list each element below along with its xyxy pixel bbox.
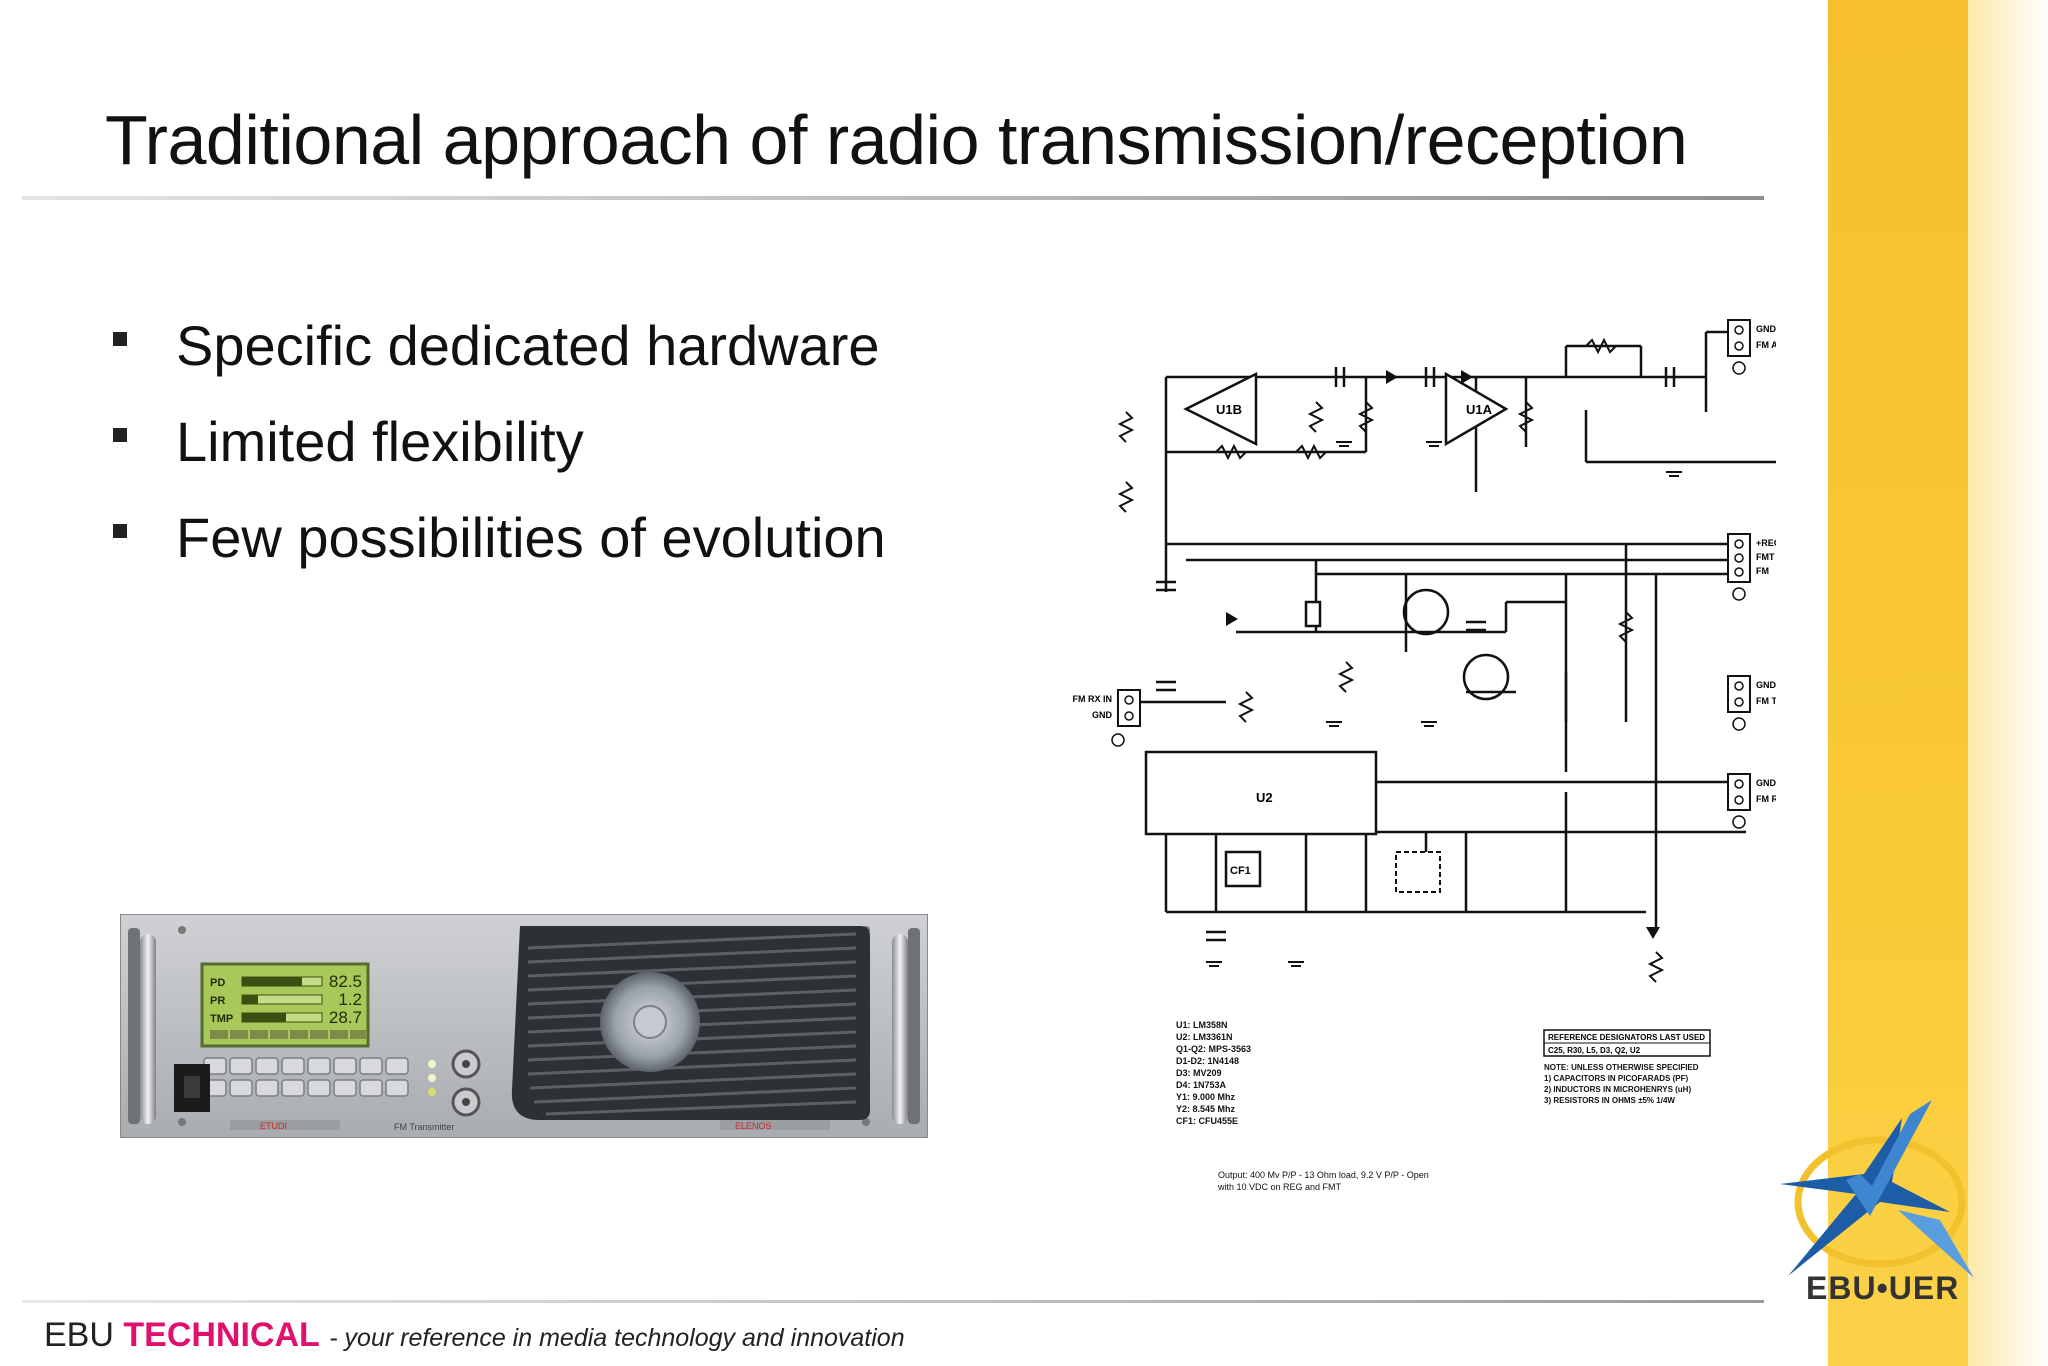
connector-label: FM TX OUT bbox=[1756, 696, 1776, 706]
svg-text:ETUDI: ETUDI bbox=[260, 1121, 287, 1131]
logo-wordmark: EBU•UER bbox=[1806, 1270, 1960, 1306]
op-amp-u1b-icon bbox=[1183, 371, 1258, 447]
svg-text:2) INDUCTORS IN MICROHENRYS (u: 2) INDUCTORS IN MICROHENRYS (uH) bbox=[1544, 1085, 1691, 1094]
transistor-q1-icon bbox=[1402, 588, 1450, 636]
ic-u2 bbox=[1144, 750, 1378, 836]
connector-rx-audio bbox=[1727, 773, 1751, 829]
svg-text:3) RESISTORS IN OHMS ±5% 1/4W: 3) RESISTORS IN OHMS ±5% 1/4W bbox=[1544, 1096, 1675, 1105]
logo-ring-icon bbox=[1794, 1136, 1966, 1268]
resistor-symbols bbox=[1117, 337, 1665, 983]
chip-label: U2 bbox=[1256, 790, 1273, 805]
front-panel-label: FM Transmitter bbox=[394, 1122, 455, 1132]
keypad bbox=[203, 1057, 409, 1097]
vent-grille bbox=[527, 932, 857, 1116]
chip-label: U1B bbox=[1216, 402, 1242, 417]
footer-brand: EBU bbox=[44, 1316, 114, 1354]
level-bar bbox=[242, 995, 258, 1004]
connector-label: GND bbox=[1756, 778, 1776, 788]
transformer-t1-icon bbox=[1395, 851, 1441, 893]
title-divider bbox=[22, 196, 1764, 200]
circuit-schematic: U1B U1A U2 CF1 bbox=[1073, 319, 1776, 1192]
connector-label: +REG bbox=[1756, 538, 1776, 548]
svg-text:U1: LM358N: U1: LM358N bbox=[1176, 1020, 1228, 1030]
svg-text:CF1: CFU455E: CF1: CFU455E bbox=[1176, 1116, 1238, 1126]
footer-tagline: - your reference in media technology and… bbox=[329, 1324, 905, 1352]
connector-label: GND bbox=[1092, 710, 1113, 720]
connector-audio-in bbox=[1727, 319, 1751, 375]
svg-text:D3: MV209: D3: MV209 bbox=[1176, 1068, 1222, 1078]
ground-symbols bbox=[1206, 441, 1682, 967]
connector-label: FM AUDIO IN bbox=[1756, 340, 1776, 350]
left-handle bbox=[140, 934, 156, 1124]
designators-title: REFERENCE DESIGNATORS LAST USED bbox=[1548, 1033, 1705, 1042]
rack-ear bbox=[128, 928, 140, 1124]
slide-title: Traditional approach of radio transmissi… bbox=[105, 101, 1688, 179]
connector-rx-in bbox=[1111, 689, 1141, 747]
footer-brand-highlight: TECHNICAL bbox=[123, 1316, 320, 1354]
right-handle bbox=[892, 934, 908, 1124]
svg-text:Q1-Q2: MPS-3563: Q1-Q2: MPS-3563 bbox=[1176, 1044, 1251, 1054]
bullet-list: Specific dedicated hardware Limited flex… bbox=[108, 306, 886, 594]
svg-text:NOTE: UNLESS OTHERWISE SPECIFI: NOTE: UNLESS OTHERWISE SPECIFIED bbox=[1544, 1063, 1699, 1072]
svg-text:ELENOS: ELENOS bbox=[735, 1121, 772, 1131]
bullet-item: Specific dedicated hardware bbox=[108, 306, 886, 402]
rack-ear bbox=[908, 928, 920, 1124]
svg-text:1) CAPACITORS IN PICOFARADS (P: 1) CAPACITORS IN PICOFARADS (PF) bbox=[1544, 1074, 1688, 1083]
lcd-row-label: PR bbox=[210, 995, 225, 1007]
lcd-row-label: PD bbox=[210, 977, 225, 989]
connector-tx-out bbox=[1727, 675, 1751, 731]
diode-symbols bbox=[1226, 370, 1660, 939]
svg-text:Y1: 9.000 Mhz: Y1: 9.000 Mhz bbox=[1176, 1092, 1236, 1102]
svg-text:D4: 1N753A: D4: 1N753A bbox=[1176, 1080, 1227, 1090]
logo-check-icon bbox=[1846, 1100, 1932, 1216]
bullet-item: Few possibilities of evolution bbox=[108, 498, 886, 594]
parts-list: U1: LM358N U2: LM3361N Q1-Q2: MPS-3563 D… bbox=[1176, 1020, 1251, 1126]
lcd-row-value: 82.5 bbox=[329, 972, 362, 991]
connector-label: FM RX AUDIO bbox=[1756, 794, 1776, 804]
level-bar bbox=[242, 977, 302, 986]
side-accent-fade bbox=[1968, 0, 2048, 1366]
connector-control bbox=[1727, 533, 1751, 601]
level-bar bbox=[242, 1013, 286, 1022]
connector-label: FM bbox=[1756, 566, 1769, 576]
crystal-y1-icon bbox=[1304, 600, 1322, 628]
fm-transmitter-image: PD PR TMP 82.5 1.2 28.7 bbox=[120, 914, 928, 1138]
bullet-text: Few possibilities of evolution bbox=[176, 506, 886, 569]
square-bullet-icon bbox=[113, 524, 127, 538]
lcd-row-value: 1.2 bbox=[338, 990, 362, 1009]
chip-label: U1A bbox=[1466, 402, 1493, 417]
square-bullet-icon bbox=[113, 428, 127, 442]
footer: EBU TECHNICAL - your reference in media … bbox=[44, 1316, 905, 1355]
bullet-text: Limited flexibility bbox=[176, 410, 584, 473]
op-amp-u1a-icon bbox=[1444, 371, 1509, 447]
bullet-text: Specific dedicated hardware bbox=[176, 314, 880, 377]
chip-label: CF1 bbox=[1230, 865, 1251, 877]
logo-tail-icon bbox=[1898, 1210, 1974, 1278]
output-note: Output: 400 Mv P/P - 13 Ohm load, 9.2 V … bbox=[1217, 1170, 1429, 1192]
svg-text:Output: 400 Mv P/P - 13 Ohm lo: Output: 400 Mv P/P - 13 Ohm load, 9.2 V … bbox=[1218, 1170, 1429, 1180]
bullet-item: Limited flexibility bbox=[108, 402, 886, 498]
footer-divider bbox=[22, 1300, 1764, 1303]
ebu-logo bbox=[1780, 1100, 1974, 1278]
connector-label: FMT bbox=[1756, 552, 1775, 562]
svg-text:U2: LM3361N: U2: LM3361N bbox=[1176, 1032, 1233, 1042]
square-bullet-icon bbox=[113, 332, 127, 346]
transistor-q2-icon bbox=[1462, 653, 1510, 701]
filter-cf1 bbox=[1224, 850, 1262, 888]
svg-text:with 10 VDC on REG and FMT: with 10 VDC on REG and FMT bbox=[1217, 1182, 1342, 1192]
lcd-row-value: 28.7 bbox=[329, 1008, 362, 1027]
capacitor-symbols bbox=[1156, 367, 1676, 942]
lcd-row-label: TMP bbox=[210, 1013, 233, 1025]
svg-text:D1-D2: 1N4148: D1-D2: 1N4148 bbox=[1176, 1056, 1239, 1066]
connector-label: GND bbox=[1756, 324, 1776, 334]
designators-list: C25, R30, L5, D3, Q2, U2 bbox=[1548, 1046, 1641, 1055]
schematic-notes: NOTE: UNLESS OTHERWISE SPECIFIED 1) CAPA… bbox=[1544, 1063, 1699, 1105]
connector-label: GND bbox=[1756, 680, 1776, 690]
softkey-legends bbox=[210, 1030, 366, 1039]
svg-text:Y2: 8.545 Mhz: Y2: 8.545 Mhz bbox=[1176, 1104, 1236, 1114]
connector-label: FM RX IN bbox=[1073, 694, 1113, 704]
